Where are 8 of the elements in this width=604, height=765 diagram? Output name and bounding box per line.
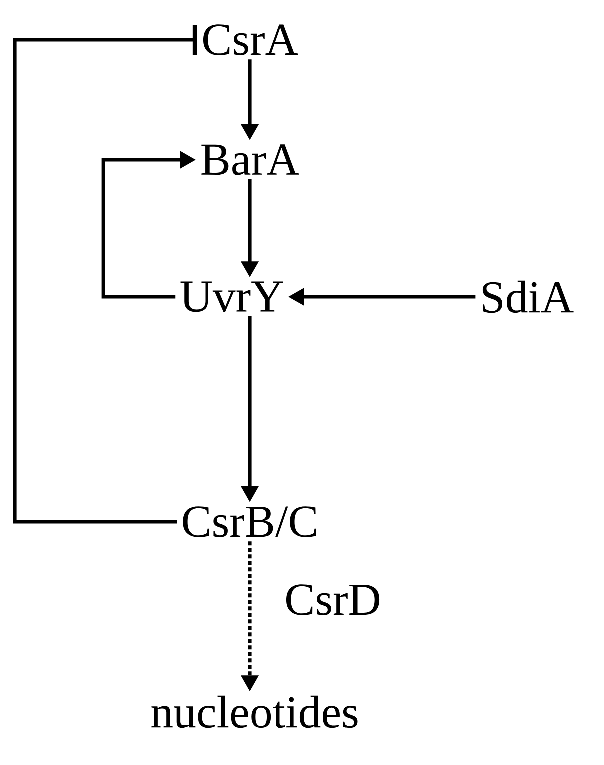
gene-label: CsrB/C xyxy=(183,506,316,538)
edge-label: CsrD xyxy=(286,584,380,616)
gene-label: nucleotides xyxy=(152,696,358,728)
gene-label: BarA xyxy=(202,144,300,176)
gene-label: CsrA xyxy=(204,24,298,56)
gene-label: UvrY xyxy=(180,282,284,312)
inhibition-arrow xyxy=(13,25,198,524)
gene-label: SdiA xyxy=(482,280,574,314)
